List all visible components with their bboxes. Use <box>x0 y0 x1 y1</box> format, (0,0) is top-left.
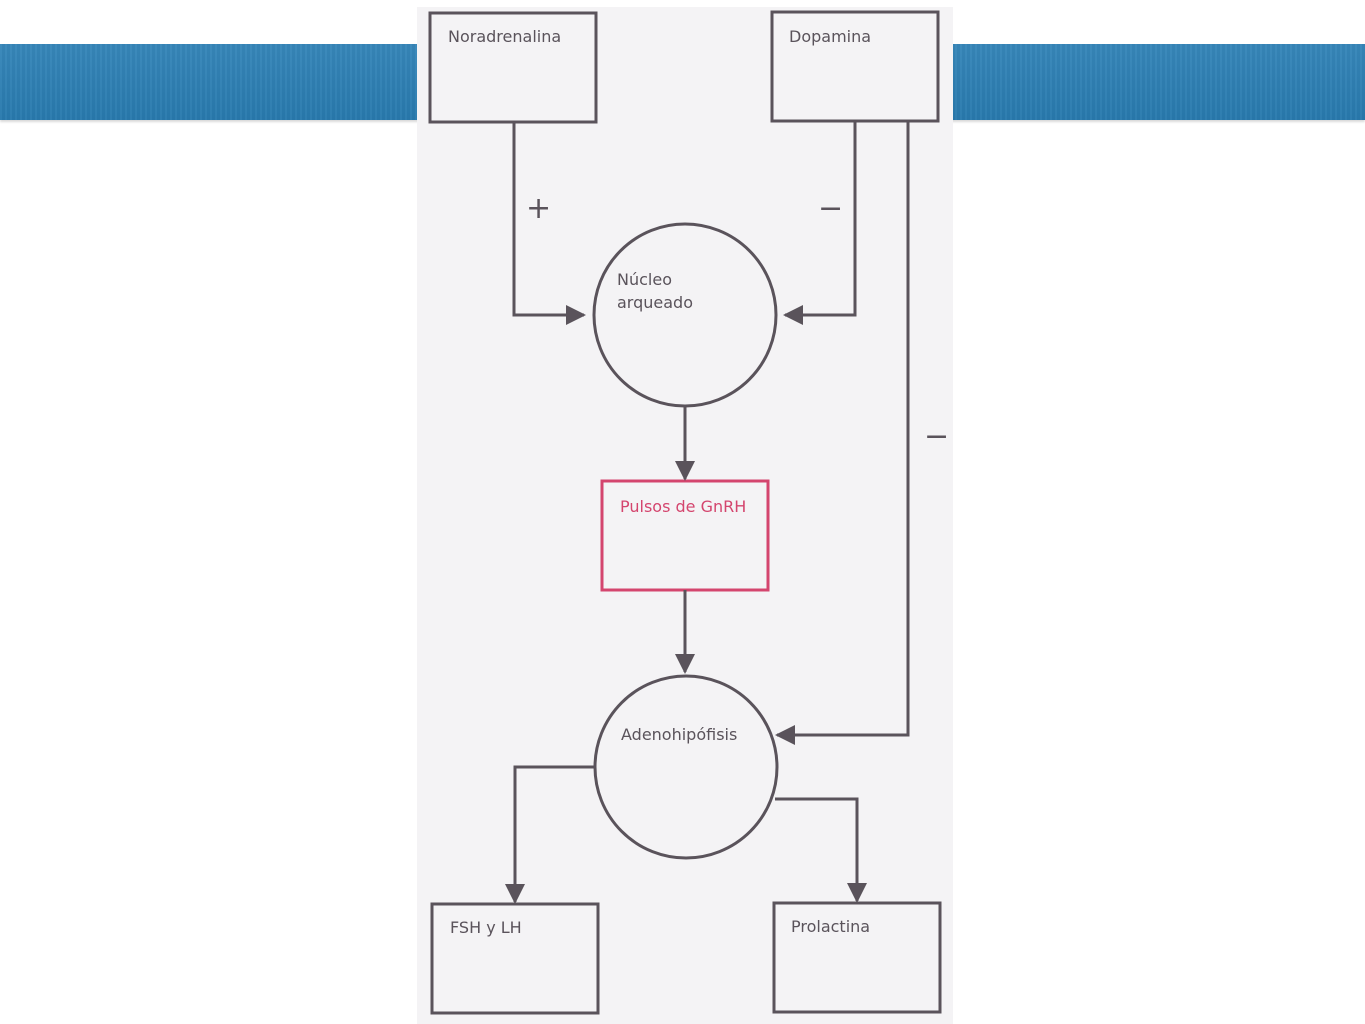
adenohipofisis-circle <box>593 674 779 860</box>
dopamina-label: Dopamina <box>789 27 871 46</box>
header-band-left <box>0 44 420 120</box>
gnrh-label: Pulsos de GnRH <box>620 497 746 516</box>
nucleo-label-line2: arqueado <box>617 293 693 312</box>
sign-minus-dopamina-nucleo: − <box>818 191 843 226</box>
nucleo-label-line1: Núcleo <box>617 270 672 289</box>
arrow-adenohipofisis-to-fsh-lh <box>505 765 595 904</box>
prolactina-label: Prolactina <box>791 917 870 936</box>
fsh-lh-label: FSH y LH <box>450 918 522 937</box>
header-band-right <box>950 44 1365 120</box>
arrow-dopamina-to-adenohipofisis <box>775 121 910 745</box>
diagram-image: Noradrenalina Dopamina Núcleo arqueado P… <box>417 7 953 1024</box>
adenohipofisis-label: Adenohipófisis <box>621 725 737 744</box>
arrow-noradrenalina-to-nucleo <box>512 122 586 325</box>
flow-diagram: Noradrenalina Dopamina Núcleo arqueado P… <box>428 10 949 1015</box>
arrow-adenohipofisis-to-prolactina <box>775 797 867 903</box>
arrow-dopamina-to-nucleo <box>783 121 857 325</box>
noradrenalina-label: Noradrenalina <box>448 27 561 46</box>
nucleo-arqueado-circle <box>592 222 778 408</box>
sign-plus-noradrenalina: + <box>526 191 551 226</box>
fsh-lh-box <box>430 902 600 1015</box>
sign-minus-dopamina-adenohipofisis: − <box>924 419 949 454</box>
prolactina-box <box>772 901 942 1014</box>
